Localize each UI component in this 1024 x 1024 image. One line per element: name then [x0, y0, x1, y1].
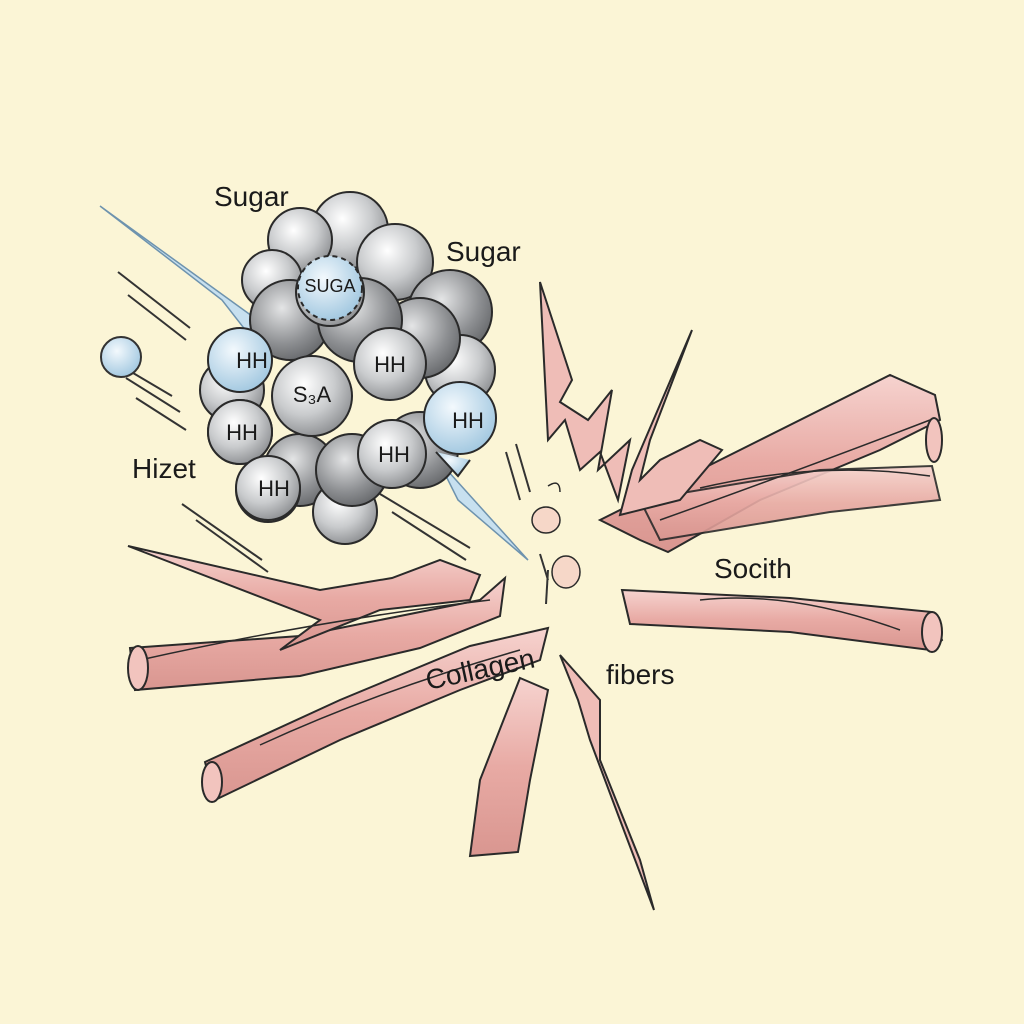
label-fibers: fibers: [606, 659, 674, 690]
atom-labels: SUGA S₃A HH HH HH HH HH HH: [226, 276, 484, 501]
label-hizet: Hizet: [132, 453, 196, 484]
label-socith: Socith: [714, 553, 792, 584]
fiber-strands: [139, 419, 931, 661]
atom-label-hh-1: HH: [236, 348, 268, 373]
atom-label-suga: SUGA: [304, 276, 355, 296]
small-atom: [100, 336, 173, 397]
fiber-left-upper: [127, 545, 482, 651]
sugar-molecule: [199, 191, 497, 545]
atom-label-hh-6: HH: [258, 476, 290, 501]
atom-label-s3a: S₃A: [293, 382, 332, 407]
motion-lines: [117, 271, 549, 605]
atom-label-hh-5: HH: [378, 442, 410, 467]
atom-label-hh-2: HH: [374, 352, 406, 377]
collagen-fibers: [127, 373, 944, 858]
fiber-end-caps: [127, 417, 943, 803]
label-sugar-top: Sugar: [214, 181, 289, 212]
atom-label-hh-4: HH: [452, 408, 484, 433]
fiber-right-lower: [620, 588, 944, 652]
atom-label-hh-3: HH: [226, 420, 258, 445]
fiber-left-lower: [203, 626, 550, 802]
fiber-right-upper-2: [638, 464, 942, 542]
fiber-bottom: [468, 676, 550, 858]
fracture-spikes: [539, 281, 724, 911]
fiber-right-upper: [597, 373, 942, 554]
label-sugar-right: Sugar: [446, 236, 521, 267]
debris: [531, 482, 581, 589]
